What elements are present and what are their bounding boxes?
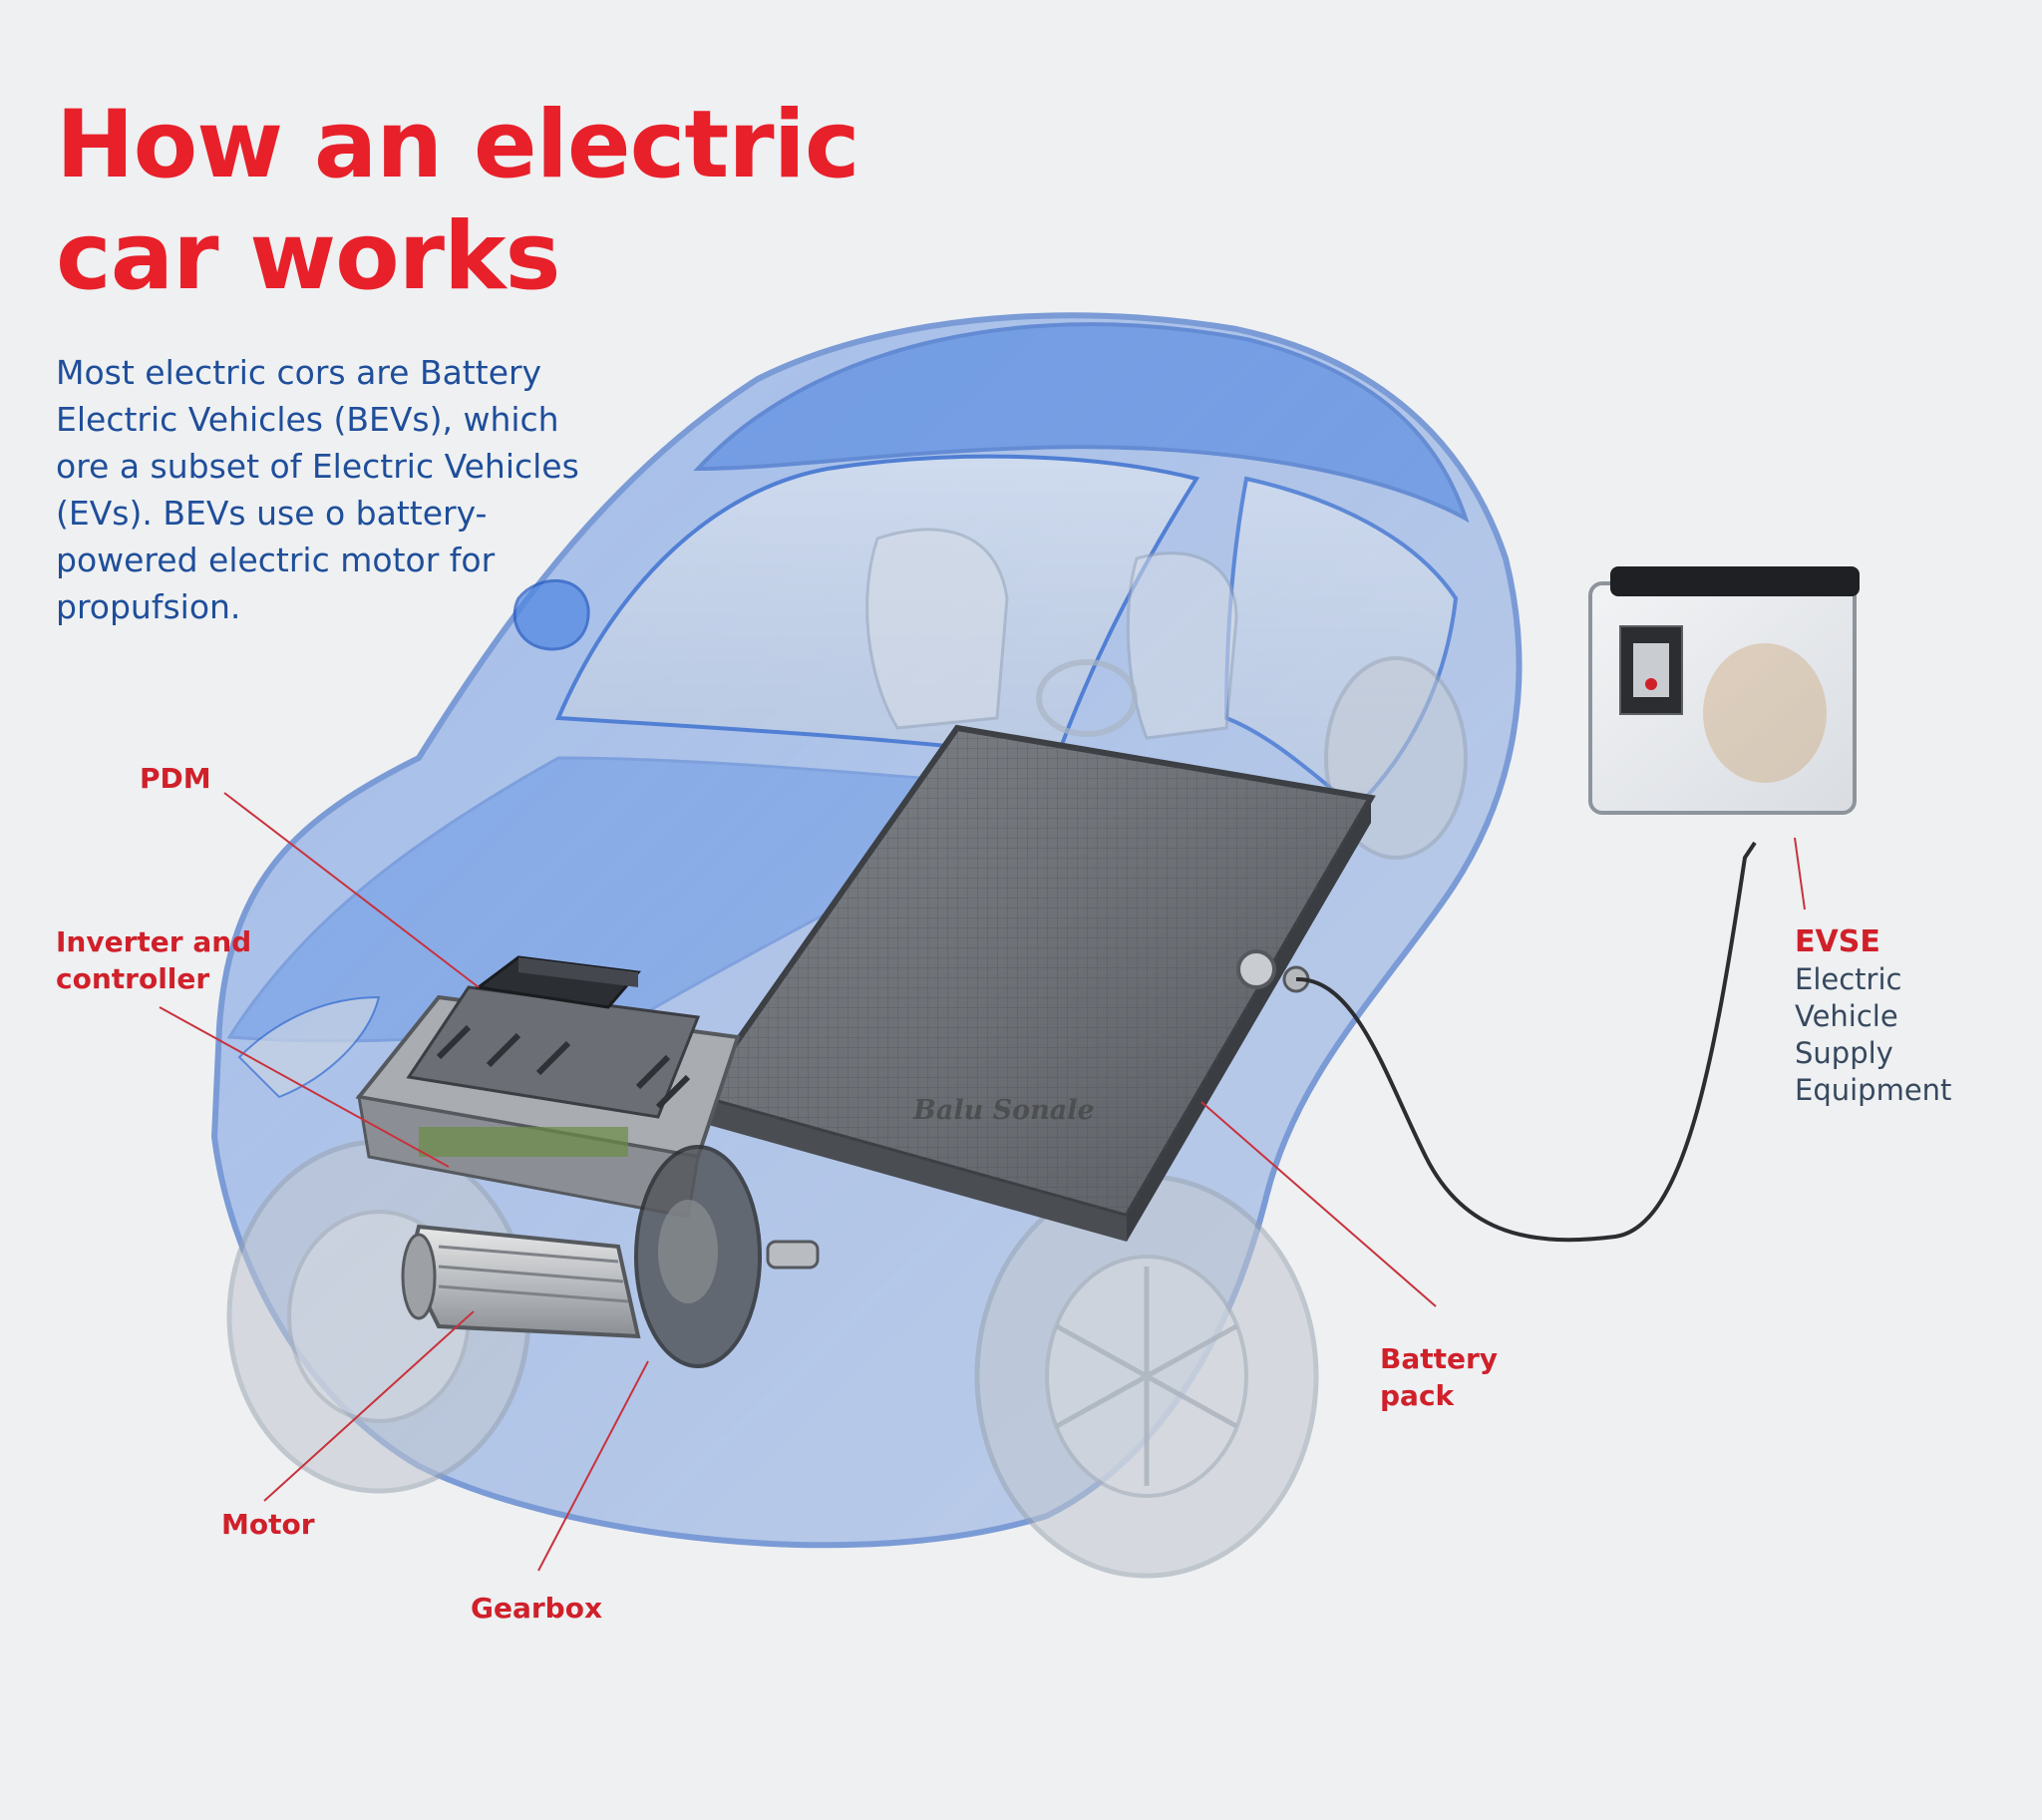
- leader-line-motor: [263, 1310, 475, 1502]
- label-evse: EVSE: [1795, 924, 1880, 959]
- leader-line-pdm: [223, 792, 480, 988]
- label-gearbox: Gearbox: [471, 1592, 603, 1625]
- leader-line-gearbox: [537, 1360, 649, 1572]
- label-motor: Motor: [221, 1508, 315, 1541]
- evse-unit: [1588, 566, 1860, 815]
- intro-text: Most electric cors are Battery Electric …: [56, 353, 579, 626]
- leader-line-evse: [1794, 837, 1806, 910]
- pdm-unit: [475, 955, 641, 1009]
- evse-description: Electric Vehicle Supply Equipment: [1795, 962, 1952, 1107]
- title-line-1: How an electric: [56, 91, 860, 199]
- motor: [401, 1224, 641, 1339]
- title-line-2: car works: [56, 202, 560, 311]
- leader-lines: [159, 792, 1806, 1572]
- charging-cable: [1295, 841, 1757, 1243]
- page-title: How an electric car works: [56, 90, 860, 313]
- gearbox: [634, 1145, 820, 1368]
- leader-line-battery: [1200, 1101, 1437, 1307]
- leader-line-inverter: [159, 1006, 450, 1168]
- charging-port: [1236, 949, 1310, 993]
- battery-pack: [693, 724, 1376, 1242]
- inverter-controller: [355, 985, 741, 1219]
- rear-wheel: [974, 1174, 1319, 1579]
- label-inverter-controller: Inverter and controller: [56, 925, 252, 995]
- watermark: Balu Sonale: [913, 1095, 1095, 1126]
- label-battery-pack: Battery pack: [1380, 1342, 1499, 1412]
- label-pdm: PDM: [140, 762, 211, 795]
